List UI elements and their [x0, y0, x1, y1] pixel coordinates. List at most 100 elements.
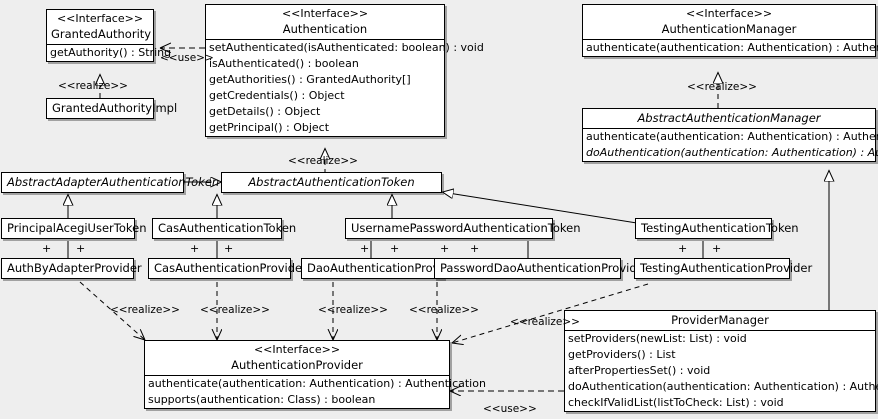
class-auth-by-adapter-provider[interactable]: AuthByAdapterProvider [1, 258, 142, 279]
operation: setProviders(newList: List) : void [568, 332, 747, 345]
operation: getPrincipal() : Object [209, 121, 330, 134]
class-name: ProviderManager [671, 313, 769, 327]
class-header: UsernamePasswordAuthenticationToken [346, 219, 580, 238]
compartment-divider [565, 330, 875, 331]
class-header: PasswordDaoAuthenticationProvider [435, 259, 649, 278]
operation: getAuthorities() : GrantedAuthority[] [209, 73, 411, 86]
class-header: PrincipalAcegiUserToken [2, 219, 147, 238]
class-name: AuthenticationProvider [231, 358, 363, 372]
operation: doAuthentication(authentication: Authent… [568, 380, 878, 393]
stereotype-label: <<Interface>> [253, 343, 341, 356]
operations-compartment: setAuthenticated(isAuthenticated: boolea… [206, 40, 484, 136]
edge-label-realize-granted-authority-impl: <<realize>> [58, 80, 128, 92]
operation: authenticate(authentication: Authenticat… [586, 130, 878, 143]
multiplicity-marker: + [76, 242, 86, 255]
operation: getAuthority() : String [50, 46, 172, 59]
class-header: CasAuthenticationToken [153, 219, 297, 238]
operation: setAuthenticated(isAuthenticated: boolea… [209, 41, 484, 54]
operation: authenticate(authentication: Authenticat… [586, 41, 878, 54]
compartment-divider [583, 39, 875, 40]
edge-label-realize-dao-provider: <<realize>> [318, 304, 388, 316]
class-authentication-provider[interactable]: <<Interface>> AuthenticationProvider aut… [144, 340, 486, 409]
class-header: DaoAuthenticationProvider [302, 259, 462, 278]
class-granted-authority[interactable]: <<Interface>> GrantedAuthority getAuthor… [46, 9, 172, 62]
class-header: <<Interface>> Authentication [206, 5, 444, 39]
edge-label-realize-abstract-auth-token: <<realize>> [288, 155, 358, 167]
operation: authenticate(authentication: Authenticat… [148, 377, 486, 390]
compartment-divider [47, 44, 153, 45]
class-name: AuthenticationManager [661, 22, 797, 36]
compartment-divider [583, 128, 875, 129]
class-name: CasAuthenticationProvider [154, 261, 307, 275]
class-name: AuthByAdapterProvider [7, 261, 142, 275]
multiplicity-marker: + [440, 242, 450, 255]
stereotype-label: <<Interface>> [685, 7, 773, 20]
stereotype-label: <<Interface>> [281, 7, 369, 20]
operation: isAuthenticated() : boolean [209, 57, 359, 70]
class-authentication[interactable]: <<Interface>> Authentication setAuthenti… [205, 4, 484, 137]
edge-label-realize-auth-by-adapter: <<realize>> [110, 304, 180, 316]
class-testing-authentication-provider[interactable]: TestingAuthenticationProvider [634, 258, 813, 279]
class-name: CasAuthenticationToken [158, 221, 297, 235]
class-name: PasswordDaoAuthenticationProvider [440, 261, 649, 275]
operations-compartment: getAuthority() : String [47, 45, 172, 61]
class-header: AuthByAdapterProvider [2, 259, 142, 278]
multiplicity-marker: + [42, 242, 52, 255]
class-header: AbstractAuthenticationManager [583, 109, 875, 128]
edge-label-realize-testing-provider: <<realize>> [510, 316, 580, 328]
edge-label-use-provider-manager: <<use>> [483, 403, 537, 415]
operation: getProviders() : List [568, 348, 676, 361]
class-header: AbstractAdapterAuthenticationToken [2, 173, 220, 192]
operation: supports(authentication: Class) : boolea… [148, 393, 376, 406]
class-provider-manager[interactable]: ProviderManager setProviders(newList: Li… [564, 310, 878, 412]
class-header: AbstractAuthenticationToken [222, 173, 441, 192]
class-header: TestingAuthenticationProvider [635, 259, 813, 278]
class-name: AbstractAuthenticationManager [637, 111, 821, 125]
class-header: <<Interface>> AuthenticationProvider [145, 341, 449, 375]
class-testing-authentication-token[interactable]: TestingAuthenticationToken [635, 218, 799, 239]
multiplicity-marker: + [390, 242, 400, 255]
class-name: GrantedAuthorityImpl [52, 101, 178, 115]
operation: doAuthentication(authentication: Authent… [586, 146, 878, 159]
operation: checkIfValidList(listToCheck: List) : vo… [568, 396, 784, 409]
class-abstract-authentication-token[interactable]: AbstractAuthenticationToken [221, 172, 442, 193]
multiplicity-marker: + [224, 242, 234, 255]
operations-compartment: authenticate(authentication: Authenticat… [583, 40, 878, 56]
class-header: GrantedAuthorityImpl [47, 99, 178, 118]
class-cas-authentication-provider[interactable]: CasAuthenticationProvider [148, 258, 307, 279]
operations-compartment: authenticate(authentication: Authenticat… [145, 376, 486, 408]
class-name: AbstractAuthenticationToken [248, 175, 415, 189]
operations-compartment: setProviders(newList: List) : void getPr… [565, 331, 878, 411]
class-password-dao-authentication-provider[interactable]: PasswordDaoAuthenticationProvider [434, 258, 649, 279]
operation: afterPropertiesSet() : void [568, 364, 711, 377]
class-principal-acegi-user-token[interactable]: PrincipalAcegiUserToken [1, 218, 147, 239]
class-cas-authentication-token[interactable]: CasAuthenticationToken [152, 218, 297, 239]
edge-label-realize-password-dao-provider: <<realize>> [409, 304, 479, 316]
operation: getCredentials() : Object [209, 89, 345, 102]
class-username-password-authentication-token[interactable]: UsernamePasswordAuthenticationToken [345, 218, 580, 239]
class-abstract-authentication-manager[interactable]: AbstractAuthenticationManager authentica… [582, 108, 878, 162]
multiplicity-marker: + [470, 242, 480, 255]
edge-label-use-granted-authority: <<use>> [160, 52, 214, 64]
edge-label-realize-abstract-auth-manager: <<realize>> [687, 81, 757, 93]
class-authentication-manager[interactable]: <<Interface>> AuthenticationManager auth… [582, 4, 878, 57]
edge-label-realize-cas-provider: <<realize>> [200, 304, 270, 316]
class-name: PrincipalAcegiUserToken [7, 221, 147, 235]
class-header: CasAuthenticationProvider [149, 259, 307, 278]
class-header: ProviderManager [565, 311, 875, 330]
multiplicity-marker: + [712, 242, 722, 255]
multiplicity-marker: + [360, 242, 370, 255]
class-name: AbstractAdapterAuthenticationToken [7, 175, 220, 189]
class-dao-authentication-provider[interactable]: DaoAuthenticationProvider [301, 258, 462, 279]
class-name: TestingAuthenticationToken [641, 221, 799, 235]
class-name: Authentication [282, 22, 368, 36]
multiplicity-marker: + [190, 242, 200, 255]
class-granted-authority-impl[interactable]: GrantedAuthorityImpl [46, 98, 178, 119]
stereotype-label: <<Interface>> [56, 12, 144, 25]
class-abstract-adapter-authentication-token[interactable]: AbstractAdapterAuthenticationToken [1, 172, 220, 193]
operations-compartment: authenticate(authentication: Authenticat… [583, 129, 878, 161]
operation: getDetails() : Object [209, 105, 321, 118]
class-name: TestingAuthenticationProvider [640, 261, 813, 275]
class-name: GrantedAuthority [51, 27, 152, 41]
